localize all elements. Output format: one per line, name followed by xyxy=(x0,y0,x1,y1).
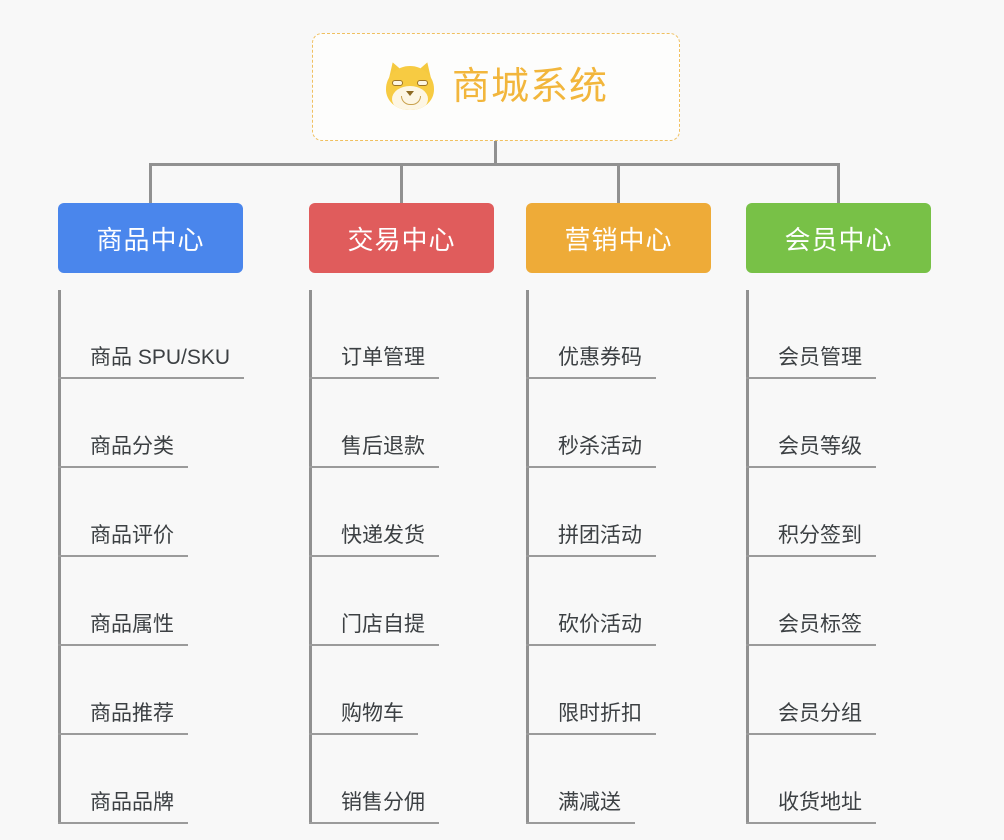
connector-horizontal-bus xyxy=(149,163,840,166)
leaf-label: 快递发货 xyxy=(309,525,439,557)
shiba-inu-icon xyxy=(384,59,436,113)
leaf-label: 订单管理 xyxy=(309,347,439,379)
leaf-item[interactable]: 会员等级 xyxy=(746,379,931,468)
leaf-item[interactable]: 会员管理 xyxy=(746,290,931,379)
leaf-item[interactable]: 购物车 xyxy=(309,646,494,735)
leaf-item[interactable]: 积分签到 xyxy=(746,468,931,557)
leaf-label: 会员等级 xyxy=(746,436,876,468)
leaf-label: 商品属性 xyxy=(58,614,188,646)
leaf-item[interactable]: 会员分组 xyxy=(746,646,931,735)
leaf-label: 优惠券码 xyxy=(526,347,656,379)
leaf-item[interactable]: 秒杀活动 xyxy=(526,379,711,468)
branch-header-trade[interactable]: 交易中心 xyxy=(309,203,494,273)
shiba-eye-right xyxy=(416,80,428,86)
leaf-label: 积分签到 xyxy=(746,525,876,557)
connector-drop-branch-0 xyxy=(149,163,152,205)
leaf-item[interactable]: 商品属性 xyxy=(58,557,243,646)
leaf-label: 限时折扣 xyxy=(526,703,656,735)
leaf-item[interactable]: 拼团活动 xyxy=(526,468,711,557)
branch-header-label: 交易中心 xyxy=(347,224,456,255)
leaf-label: 满减送 xyxy=(526,792,635,824)
branch-stem xyxy=(526,290,529,824)
leaf-label: 购物车 xyxy=(309,703,418,735)
leaf-label: 商品分类 xyxy=(58,436,188,468)
branch-column-member: 会员中心 会员管理 会员等级 积分签到 会员标签 会员分组 收货地址 xyxy=(746,203,931,824)
leaf-item[interactable]: 收货地址 xyxy=(746,735,931,824)
leaf-label: 收货地址 xyxy=(746,792,876,824)
shiba-muzzle xyxy=(391,86,428,110)
leaf-item[interactable]: 商品推荐 xyxy=(58,646,243,735)
branch-column-marketing: 营销中心 优惠券码 秒杀活动 拼团活动 砍价活动 限时折扣 满减送 xyxy=(526,203,711,824)
leaf-item[interactable]: 砍价活动 xyxy=(526,557,711,646)
leaf-label: 销售分佣 xyxy=(309,792,439,824)
connector-root-trunk xyxy=(494,141,497,166)
branch-stem xyxy=(58,290,61,824)
connector-drop-branch-3 xyxy=(837,163,840,205)
leaf-item[interactable]: 商品分类 xyxy=(58,379,243,468)
leaf-label: 会员标签 xyxy=(746,614,876,646)
leaf-list-trade: 订单管理 售后退款 快递发货 门店自提 购物车 销售分佣 xyxy=(309,290,494,824)
shiba-eye-left xyxy=(391,80,403,86)
leaf-item[interactable]: 满减送 xyxy=(526,735,711,824)
leaf-label: 商品推荐 xyxy=(58,703,188,735)
branch-header-member[interactable]: 会员中心 xyxy=(746,203,931,273)
leaf-label: 会员分组 xyxy=(746,703,876,735)
leaf-item[interactable]: 销售分佣 xyxy=(309,735,494,824)
leaf-label: 商品品牌 xyxy=(58,792,188,824)
branch-header-label: 商品中心 xyxy=(96,224,205,255)
root-title: 商城系统 xyxy=(451,66,608,108)
branch-column-product: 商品中心 商品 SPU/SKU 商品分类 商品评价 商品属性 商品推荐 商品品牌 xyxy=(58,203,245,824)
leaf-item[interactable]: 商品品牌 xyxy=(58,735,243,824)
leaf-item[interactable]: 订单管理 xyxy=(309,290,494,379)
leaf-label: 商品 SPU/SKU xyxy=(58,347,245,379)
branch-column-trade: 交易中心 订单管理 售后退款 快递发货 门店自提 购物车 销售分佣 xyxy=(309,203,494,824)
leaf-label: 会员管理 xyxy=(746,347,876,379)
branch-stem xyxy=(309,290,312,824)
leaf-list-product: 商品 SPU/SKU 商品分类 商品评价 商品属性 商品推荐 商品品牌 xyxy=(58,290,245,824)
leaf-label: 售后退款 xyxy=(309,436,439,468)
shiba-nose xyxy=(405,91,414,96)
leaf-list-member: 会员管理 会员等级 积分签到 会员标签 会员分组 收货地址 xyxy=(746,290,931,824)
connector-drop-branch-2 xyxy=(617,163,620,205)
branch-stem xyxy=(746,290,749,824)
root-node[interactable]: 商城系统 xyxy=(312,33,680,141)
leaf-item[interactable]: 快递发货 xyxy=(309,468,494,557)
leaf-label: 砍价活动 xyxy=(526,614,656,646)
leaf-item[interactable]: 限时折扣 xyxy=(526,646,711,735)
leaf-item[interactable]: 商品 SPU/SKU xyxy=(58,290,245,379)
leaf-list-marketing: 优惠券码 秒杀活动 拼团活动 砍价活动 限时折扣 满减送 xyxy=(526,290,711,824)
leaf-item[interactable]: 优惠券码 xyxy=(526,290,711,379)
leaf-item[interactable]: 商品评价 xyxy=(58,468,243,557)
leaf-label: 拼团活动 xyxy=(526,525,656,557)
leaf-label: 商品评价 xyxy=(58,525,188,557)
connector-drop-branch-1 xyxy=(400,163,403,205)
branch-header-marketing[interactable]: 营销中心 xyxy=(526,203,711,273)
branch-header-label: 营销中心 xyxy=(564,224,673,255)
leaf-item[interactable]: 售后退款 xyxy=(309,379,494,468)
leaf-label: 秒杀活动 xyxy=(526,436,656,468)
leaf-label: 门店自提 xyxy=(309,614,439,646)
branch-header-label: 会员中心 xyxy=(784,224,893,255)
branch-header-product[interactable]: 商品中心 xyxy=(58,203,243,273)
leaf-item[interactable]: 会员标签 xyxy=(746,557,931,646)
shiba-head xyxy=(385,66,434,110)
leaf-item[interactable]: 门店自提 xyxy=(309,557,494,646)
